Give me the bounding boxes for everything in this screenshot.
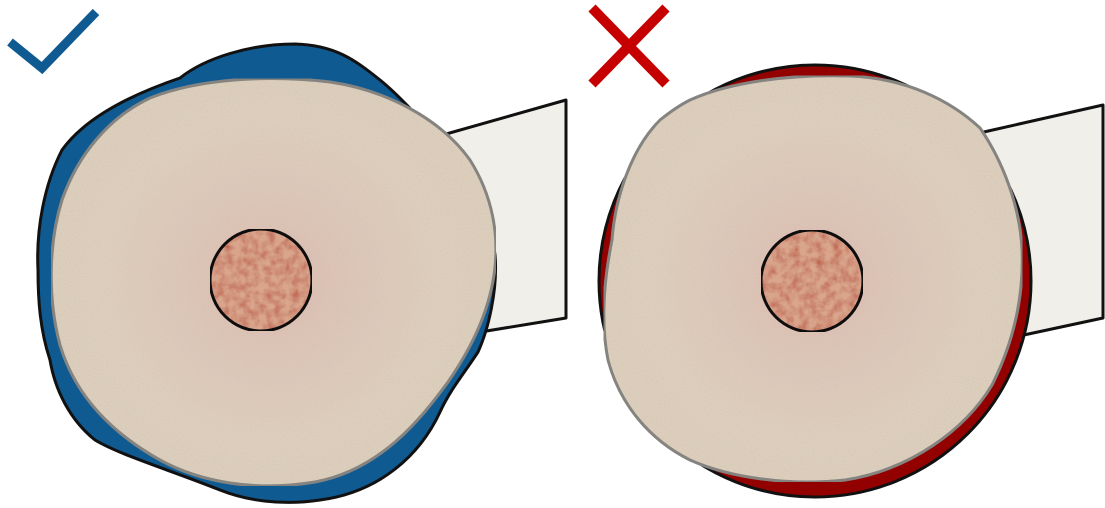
cross-icon <box>592 8 666 84</box>
panel-incorrect <box>592 8 1103 497</box>
panel-correct <box>10 12 566 502</box>
medullary-core <box>761 230 863 332</box>
medullary-core <box>210 229 312 331</box>
checkmark-icon <box>10 12 96 68</box>
